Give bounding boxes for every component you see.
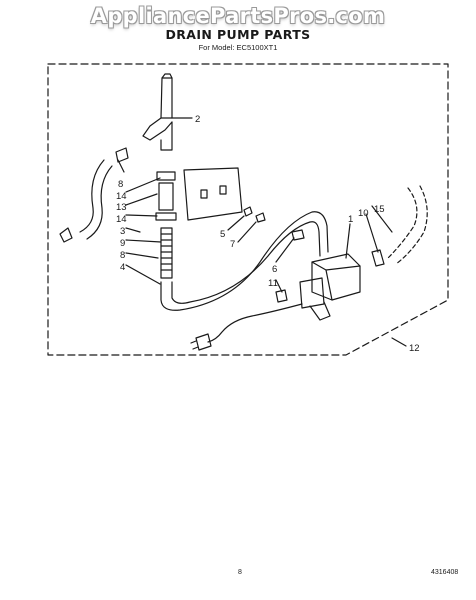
callout-2: 2 [195,114,200,125]
callout-5: 5 [220,229,225,240]
screw-part-5 [243,206,253,217]
callout-15: 15 [374,204,385,215]
drain-hose-part-4 [160,211,329,311]
external-hose-part-15 [387,185,428,265]
callout-6: 6 [272,264,277,275]
document-number: 4316408 [431,569,459,576]
leader-lines [117,117,407,347]
watermark: AppliancePartsPros.com [90,4,386,28]
dashed-boundary [47,63,449,356]
callout-10: 10 [358,208,369,219]
callout-14: 14 [116,191,127,202]
callout-8: 8 [120,250,125,261]
pump-motor-part-1 [299,253,361,321]
page-title: DRAIN PUMP PARTS [165,27,311,42]
connector-stack [155,171,177,221]
screw-part-7 [255,212,266,223]
callout-1: 1 [348,214,353,225]
callout-11: 11 [268,278,278,289]
callout-4: 4 [120,262,125,273]
callout-8: 8 [118,179,123,190]
callout-7: 7 [230,239,235,250]
corrugated-hose-part-9 [160,227,173,279]
callout-3: 3 [120,226,125,237]
callout-12: 12 [409,343,420,354]
drain-tube-part-2 [142,73,173,151]
page-number: 8 [238,569,242,576]
hose-clamp [115,147,129,163]
left-hose-part-3 [59,159,113,243]
model-subtitle: For Model: EC5100XT1 [198,43,278,52]
callout-14: 14 [116,214,127,225]
callout-9: 9 [120,238,125,249]
mounting-bracket [183,167,243,221]
power-cord [190,303,303,351]
callout-13: 13 [116,202,127,213]
screw-part-6 [291,229,305,241]
